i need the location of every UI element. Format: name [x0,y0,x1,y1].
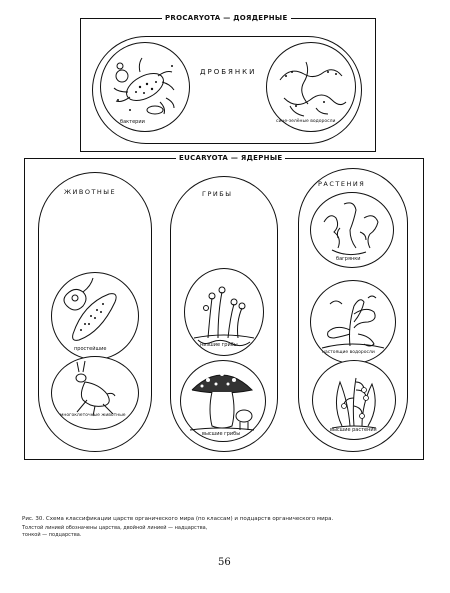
eukaryota-label: EUCARYOTA — ЯДЕРНЫЕ [176,154,286,162]
red-algae-circle [310,192,394,268]
prokaryota-title: ДРОБЯНКИ [200,68,257,76]
lily-illustration [331,377,377,429]
higher-fungi-caption: высшие грибы [202,431,241,437]
true-algae-caption: настоящие водоросли [322,350,375,355]
fungi-pill [170,176,278,452]
prokaryota-pill [92,36,362,144]
figure-caption: Рис. 30. Схема классификации царств орга… [22,516,422,539]
protozoa-caption: простейшие [74,346,107,352]
animals-pill [38,172,152,452]
plants-title: РАСТЕНИЯ [318,180,366,188]
fungi-title: ГРИБЫ [202,190,233,198]
metazoa-caption: многоклеточные животные [60,413,126,418]
prokaryota-label: PROCARYOTA — ДОЯДЕРНЫЕ [162,14,291,22]
cyanobacteria-circle [266,42,356,132]
figure-caption-line1: Рис. 30. Схема классификации царств орга… [22,516,334,522]
lower-fungi-caption: низшие грибы [200,342,238,348]
figure-caption-line3: тонкой — подцарства. [22,532,82,538]
protozoa-illustration [63,277,117,341]
bacteria-illustration [113,57,175,115]
hare-illustration [75,360,116,417]
metazoa-circle [51,356,139,430]
plants-pill [298,168,408,452]
true-algae-illustration [321,295,385,349]
red-algae-caption: багрянки [336,256,361,262]
red-algae-illustration [323,202,379,256]
cyanobacteria-caption: сине-зелёные водоросли [276,119,336,124]
figure-caption-line2: Толстой линией обозначены царства, двойн… [22,525,208,531]
mushroom-illustration [189,372,255,431]
higher-plants-caption: высшие растения [330,427,377,433]
cyanobacteria-illustration [279,61,347,117]
lower-fungi-illustration [193,286,255,347]
protozoa-circle [51,272,139,360]
bacteria-circle [100,42,190,132]
bacteria-caption: бактерии [120,119,145,125]
lower-fungi-circle [184,268,264,356]
page-number: 56 [218,557,231,568]
animals-title: ЖИВОТНЫЕ [64,188,117,196]
